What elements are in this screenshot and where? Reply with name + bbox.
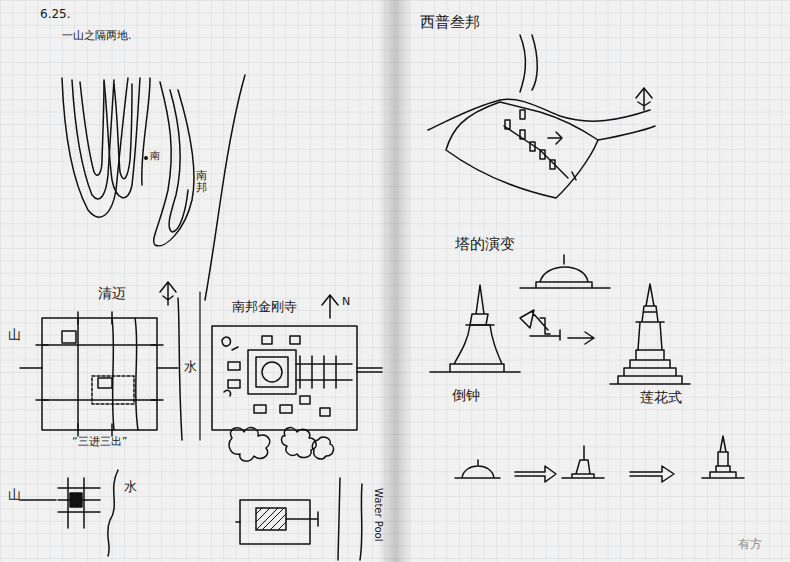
sketch-label: 塔的演变 <box>455 236 515 253</box>
sketch-label: 一山之隔两地. <box>62 30 132 42</box>
sketch-label: 莲花式 <box>640 390 682 405</box>
sketch-label: Water Pool <box>373 488 384 541</box>
sketch-label: 水 <box>124 480 137 494</box>
sketch-label: 有方 <box>738 538 762 551</box>
sketch-label: 西普叁邦 <box>420 14 480 31</box>
spine <box>378 0 412 562</box>
ink <box>20 35 744 560</box>
sketch-label: 南邦 <box>196 170 207 194</box>
sketch-label: N <box>342 296 350 308</box>
sketch-label: 山 <box>8 328 21 342</box>
sketch-label: 清迈 <box>98 286 126 301</box>
sketch-label: 倒钟 <box>452 388 480 403</box>
sketch-label: “三进三出” <box>72 436 127 448</box>
sketch-label: 水 <box>184 360 197 374</box>
sketch-label: 山 <box>8 488 21 502</box>
sketch-label: 6.25. <box>40 8 71 21</box>
sketch-label: 南邦金刚寺 <box>232 300 297 314</box>
sketch-label: 南 <box>150 150 160 161</box>
